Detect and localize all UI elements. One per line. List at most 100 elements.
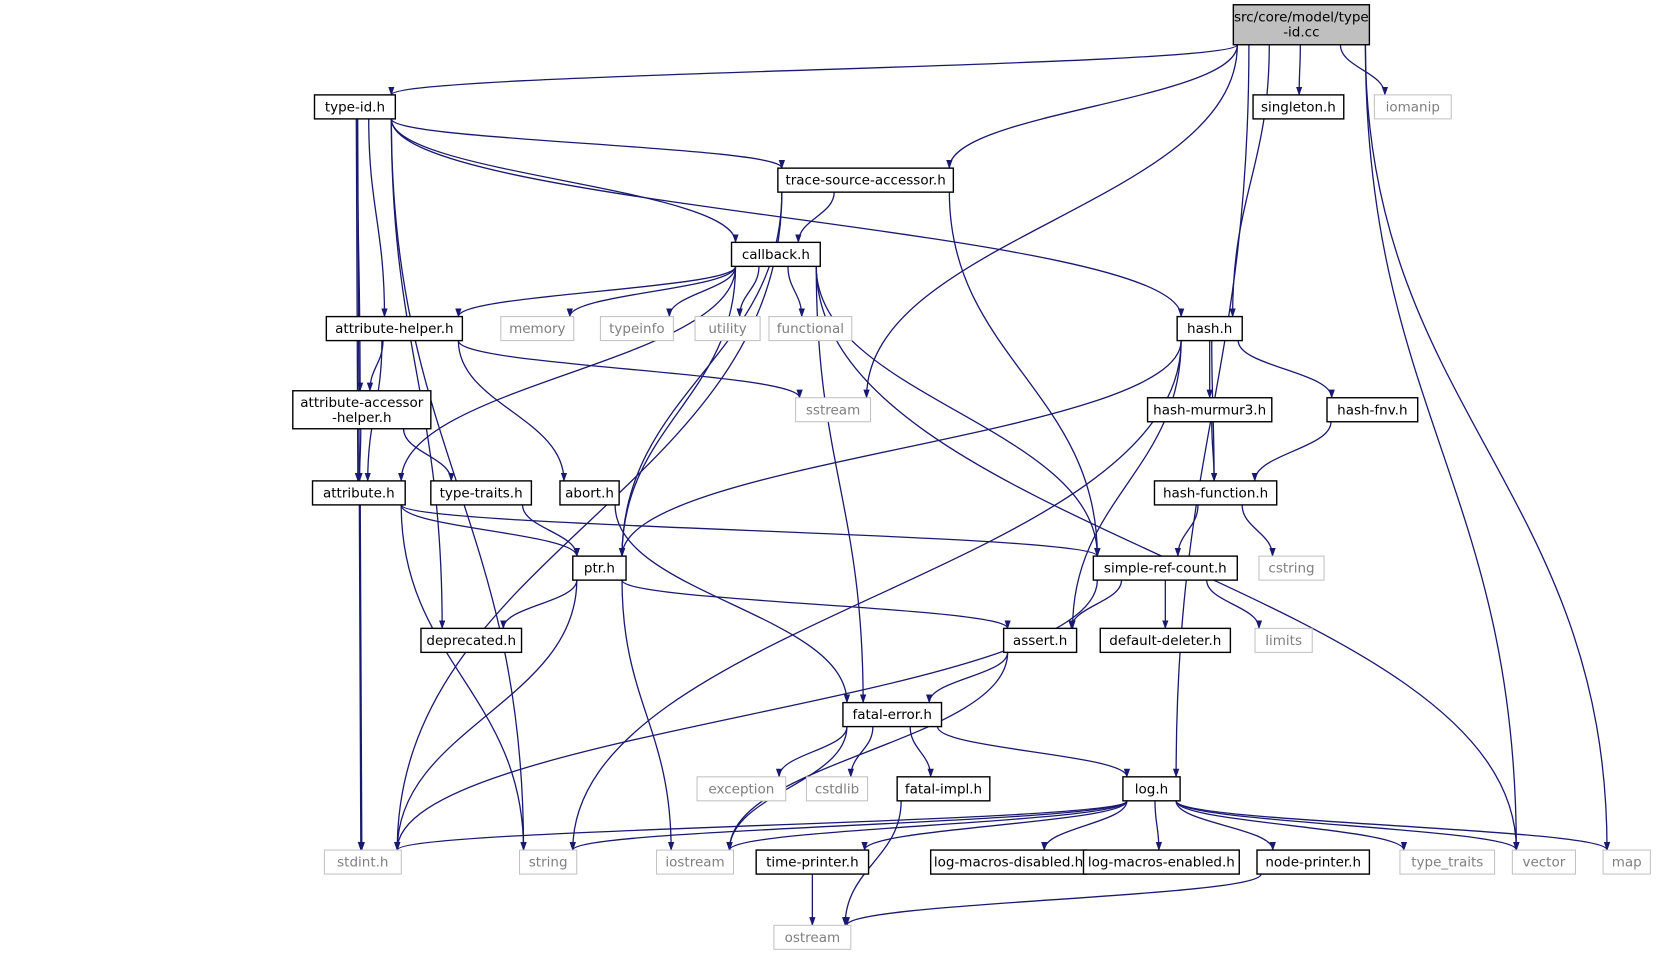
edge-fatal-error-h-to-fatal-impl-h bbox=[909, 726, 934, 778]
edge-ptr-h-to-assert-h bbox=[621, 579, 1011, 630]
node-default-deleter-h[interactable]: default-deleter.h bbox=[1099, 627, 1232, 654]
edge-hash-h-to-ptr-h bbox=[618, 340, 1182, 558]
node-root[interactable]: src/core/model/type-id.cc bbox=[1232, 4, 1371, 46]
node-label: src/core/model/type-id.cc bbox=[1234, 10, 1369, 41]
node-label: log.h bbox=[1135, 781, 1168, 797]
edge-trace-source-accessor-h-to-stdint-h bbox=[394, 192, 783, 851]
node-box bbox=[773, 924, 852, 950]
edge-fatal-error-h-to-cstdlib bbox=[847, 726, 874, 778]
node-type-traits-h[interactable]: type-traits.h bbox=[430, 480, 533, 506]
node-singleton-h[interactable]: singleton.h bbox=[1252, 94, 1345, 120]
node-box bbox=[1256, 849, 1371, 875]
node-box bbox=[325, 315, 464, 342]
node-trace-source-accessor-h[interactable]: trace-source-accessor.h bbox=[777, 167, 955, 193]
node-label: simple-ref-count.h bbox=[1104, 561, 1227, 577]
node-log-h[interactable]: log.h bbox=[1122, 776, 1181, 802]
edge-callback-h-to-attribute-h bbox=[398, 266, 737, 482]
node-hash-murmur3-h[interactable]: hash-murmur3.h bbox=[1146, 397, 1273, 423]
edge-callback-h-to-functional bbox=[787, 266, 805, 318]
node-box bbox=[777, 167, 955, 193]
node-string: string bbox=[519, 849, 578, 875]
node-callback-h[interactable]: callback.h bbox=[730, 241, 821, 268]
node-hash-fnv-h[interactable]: hash-fnv.h bbox=[1326, 397, 1419, 423]
node-box bbox=[805, 776, 869, 802]
node-box bbox=[896, 776, 991, 802]
node-label: cstdlib bbox=[815, 781, 859, 797]
node-label: sstream bbox=[806, 402, 860, 418]
node-box bbox=[1258, 555, 1325, 581]
node-iomanip: iomanip bbox=[1373, 94, 1452, 120]
node-label: log-macros-enabled.h bbox=[1088, 855, 1235, 871]
node-box bbox=[696, 776, 787, 802]
node-fatal-error-h[interactable]: fatal-error.h bbox=[842, 701, 943, 728]
node-stdint-h: stdint.h bbox=[323, 849, 402, 875]
edge-abort-h-to-fatal-error-h bbox=[614, 504, 851, 704]
edge-node-printer-h-to-ostream bbox=[843, 873, 1262, 927]
node-box bbox=[599, 316, 674, 342]
node-label: vector bbox=[1522, 855, 1565, 871]
edge-callback-h-to-attribute-helper-h bbox=[455, 266, 737, 318]
edge-log-h-to-type-traits bbox=[1175, 800, 1408, 851]
node-label: hash.h bbox=[1187, 321, 1232, 337]
node-memory: memory bbox=[500, 316, 575, 342]
node-box bbox=[1326, 397, 1419, 423]
node-label: type-id.h bbox=[325, 99, 385, 115]
node-assert-h[interactable]: assert.h bbox=[1002, 627, 1078, 654]
edge-root-to-map bbox=[1364, 44, 1611, 851]
node-box bbox=[1252, 94, 1345, 120]
edge-root-to-singleton-h bbox=[1296, 44, 1303, 96]
edge-root-to-sstream bbox=[863, 44, 1238, 399]
node-box bbox=[694, 316, 761, 342]
node-box bbox=[1254, 627, 1313, 653]
edge-attribute-accessor-helper-h-to-attribute-h bbox=[356, 428, 363, 482]
node-simple-ref-count-h[interactable]: simple-ref-count.h bbox=[1092, 555, 1238, 581]
edge-log-h-to-node-printer-h bbox=[1175, 800, 1276, 851]
node-label: ptr.h bbox=[584, 561, 615, 577]
node-hash-h[interactable]: hash.h bbox=[1176, 315, 1243, 342]
node-box bbox=[730, 241, 821, 268]
node-label: singleton.h bbox=[1261, 99, 1336, 115]
node-attribute-helper-h[interactable]: attribute-helper.h bbox=[325, 315, 464, 342]
edge-log-h-to-map bbox=[1175, 800, 1611, 851]
node-attribute-accessor-helper-h[interactable]: attribute-accessor-helper.h bbox=[292, 390, 432, 430]
node-time-printer-h[interactable]: time-printer.h bbox=[755, 849, 870, 875]
node-ptr-h[interactable]: ptr.h bbox=[572, 555, 627, 581]
node-node-printer-h[interactable]: node-printer.h bbox=[1256, 849, 1371, 875]
node-attribute-h[interactable]: attribute.h bbox=[311, 480, 406, 506]
node-type-id-h[interactable]: type-id.h bbox=[313, 94, 397, 120]
edge-root-to-type-id-h bbox=[388, 44, 1238, 96]
node-label: hash-murmur3.h bbox=[1153, 402, 1266, 418]
node-vector: vector bbox=[1511, 849, 1576, 875]
node-log-macros-enabled-h[interactable]: log-macros-enabled.h bbox=[1082, 849, 1240, 875]
nodes-layer: src/core/model/type-id.cc type-id.h single… bbox=[292, 4, 1651, 950]
edge-simple-ref-count-h-to-assert-h bbox=[1068, 580, 1123, 630]
node-box bbox=[1176, 315, 1243, 342]
edge-hash-h-to-string bbox=[569, 340, 1182, 851]
node-box bbox=[1511, 849, 1576, 875]
node-hash-function-h[interactable]: hash-function.h bbox=[1153, 480, 1278, 506]
node-label: default-deleter.h bbox=[1109, 633, 1221, 649]
node-label: abort.h bbox=[565, 485, 614, 501]
edge-callback-h-to-utility bbox=[736, 266, 760, 318]
edge-attribute-h-to-simple-ref-count-h bbox=[400, 504, 1101, 558]
node-limits: limits bbox=[1254, 627, 1313, 653]
edge-hash-h-to-hash-fnv-h bbox=[1237, 340, 1335, 399]
node-label: fatal-error.h bbox=[852, 707, 932, 723]
edge-root-to-trace-source-accessor-h bbox=[946, 44, 1238, 170]
edge-simple-ref-count-h-to-limits bbox=[1206, 580, 1263, 630]
node-abort-h[interactable]: abort.h bbox=[559, 480, 620, 506]
edge-trace-source-accessor-h-to-callback-h bbox=[795, 192, 835, 244]
edge-type-id-h-to-deprecated-h bbox=[390, 118, 446, 630]
edge-root-to-hash-h bbox=[1229, 44, 1270, 318]
node-deprecated-h[interactable]: deprecated.h bbox=[420, 627, 523, 654]
node-box bbox=[559, 480, 620, 506]
edge-hash-murmur3-h-to-hash-function-h bbox=[1210, 421, 1218, 482]
node-label: ostream bbox=[785, 930, 841, 946]
node-label: fatal-impl.h bbox=[905, 781, 982, 797]
node-fatal-impl-h[interactable]: fatal-impl.h bbox=[896, 776, 991, 802]
edge-type-id-h-to-hash-h bbox=[390, 118, 1185, 318]
node-log-macros-disabled-h[interactable]: log-macros-disabled.h bbox=[929, 849, 1088, 875]
node-label: functional bbox=[777, 321, 844, 337]
edge-ptr-h-to-deprecated-h bbox=[500, 579, 578, 630]
